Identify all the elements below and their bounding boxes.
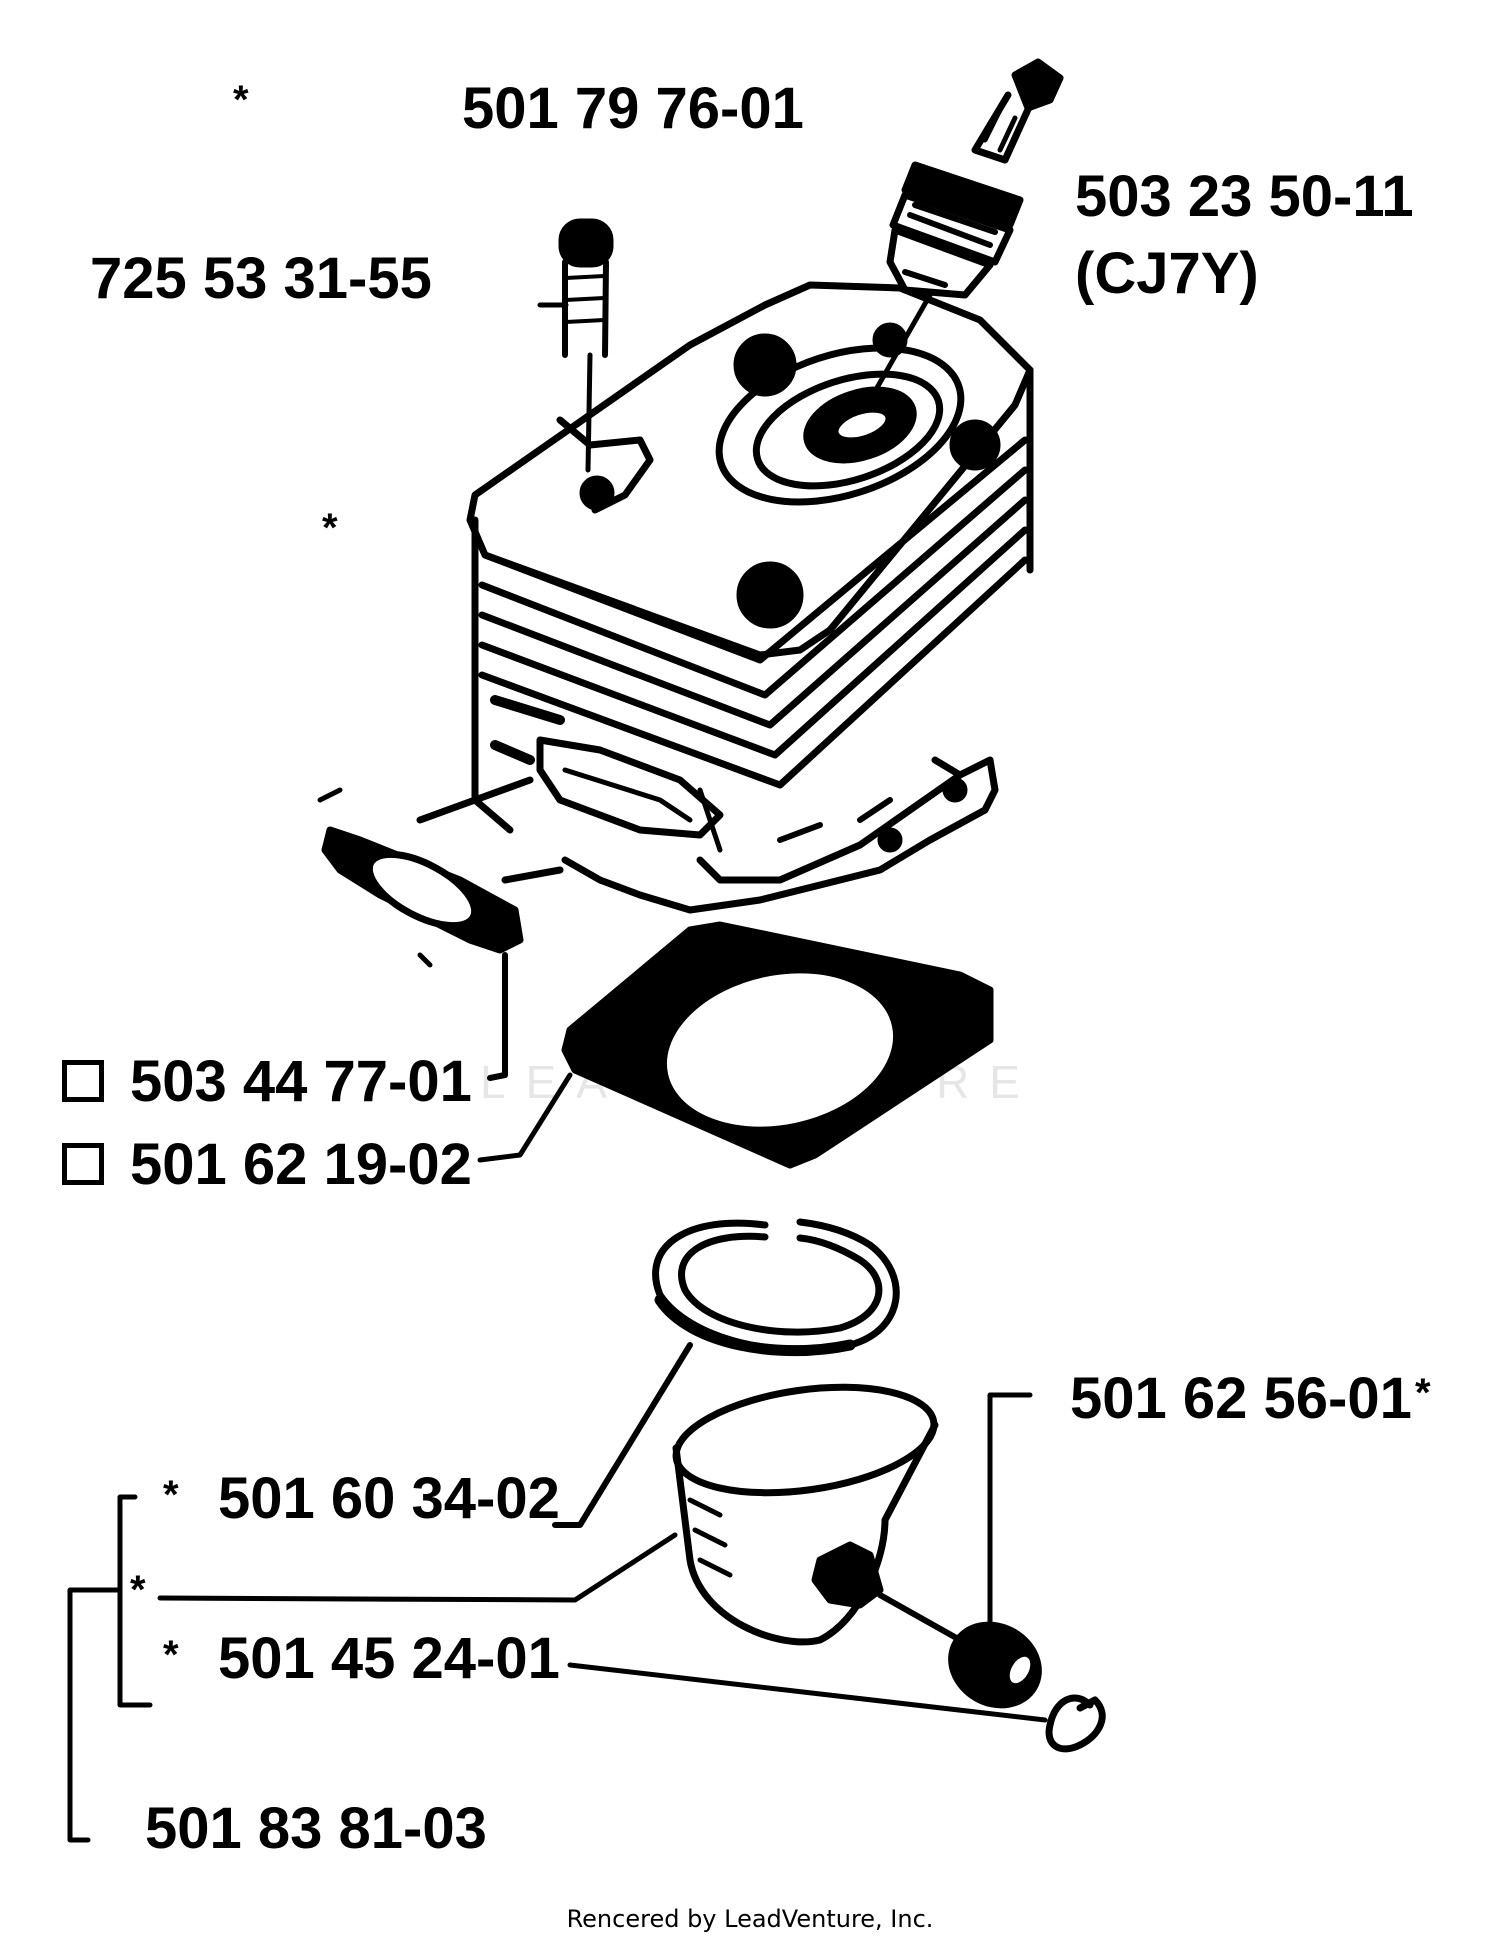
piston-ring-drawing (552, 1218, 900, 1528)
piston-pin-drawing (877, 1392, 1042, 1709)
checkbox-square-icon (62, 1143, 104, 1185)
part-number-piston-pin: 501 62 56-01 (1070, 1366, 1412, 1431)
star-marker-top: * (233, 78, 249, 122)
part-number-cylinder-assembly: 501 79 76-01 (462, 76, 804, 141)
checkbox-square-icon (62, 1060, 104, 1102)
spark-plug-drawing (867, 58, 1064, 403)
part-number-spark-plug: 503 23 50-11 (1075, 164, 1414, 229)
intake-gasket-drawing (321, 826, 524, 1081)
piston-drawing (157, 1383, 939, 1646)
part-number-circlip: 501 45 24-01 (218, 1626, 560, 1691)
part-number-cylinder-gasket: 501 62 19-02 (130, 1132, 472, 1197)
part-number-intake-gasket: 503 44 77-01 (130, 1049, 472, 1114)
part-number-piston-ring: 501 60 34-02 (218, 1466, 560, 1531)
rendered-by-footer: Rencered by LeadVenture, Inc. (566, 1905, 934, 1933)
part-number-cylinder-bolt: 725 53 31-55 (90, 246, 432, 311)
star-marker-circlip: * (163, 1633, 179, 1677)
spark-plug-type: (CJ7Y) (1075, 241, 1259, 306)
part-number-piston-kit: 501 83 81-03 (145, 1796, 487, 1861)
star-marker-piston: * (130, 1568, 146, 1612)
cylinder-gasket-drawing (477, 921, 994, 1169)
star-marker-cylinder: * (322, 506, 338, 550)
circlip-drawing (567, 1662, 1106, 1753)
star-marker-piston-ring: * (163, 1473, 179, 1517)
cylinder-drawing (317, 281, 1034, 914)
piston-kit-bracket (67, 1494, 153, 1843)
star-marker-piston-pin: * (1415, 1371, 1431, 1415)
